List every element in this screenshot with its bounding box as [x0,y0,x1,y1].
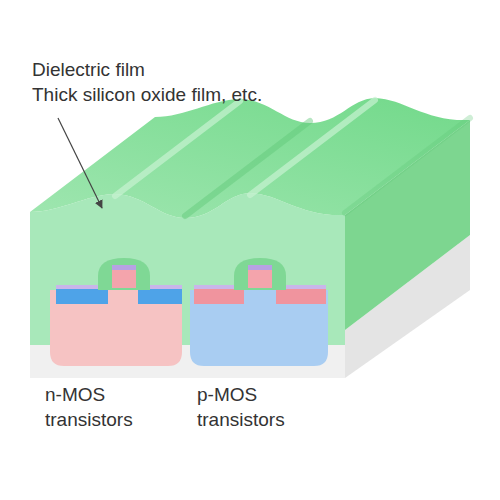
callout-label: Dielectric film [32,58,332,83]
transistor-label: n-MOS transistors [45,383,165,432]
silicide [194,285,238,289]
surface-ridges [115,100,470,216]
gate-spacer [234,258,286,290]
gate-spacer [98,258,150,290]
gate-electrode [248,270,272,288]
nmos-transistor [56,258,182,304]
ridge-shadow [345,118,470,213]
source-region [56,288,108,304]
gate-electrode [112,270,136,288]
gate-silicide [112,265,136,270]
callout-label: Thick silicon oxide film, etc. [32,83,332,108]
ridge-highlight [250,100,375,195]
transistor-label: p-MOS transistors [197,383,317,432]
gate-silicide [248,265,272,270]
pmos-transistor [194,258,326,304]
source-region [194,288,244,304]
drain-region [138,288,182,304]
leader-line [58,118,102,208]
silicide [282,285,326,289]
ridge-highlight [115,101,240,196]
dielectric-top [30,98,470,218]
drain-region [276,288,326,304]
silicide [56,285,102,289]
ridge-shadow [185,121,310,216]
